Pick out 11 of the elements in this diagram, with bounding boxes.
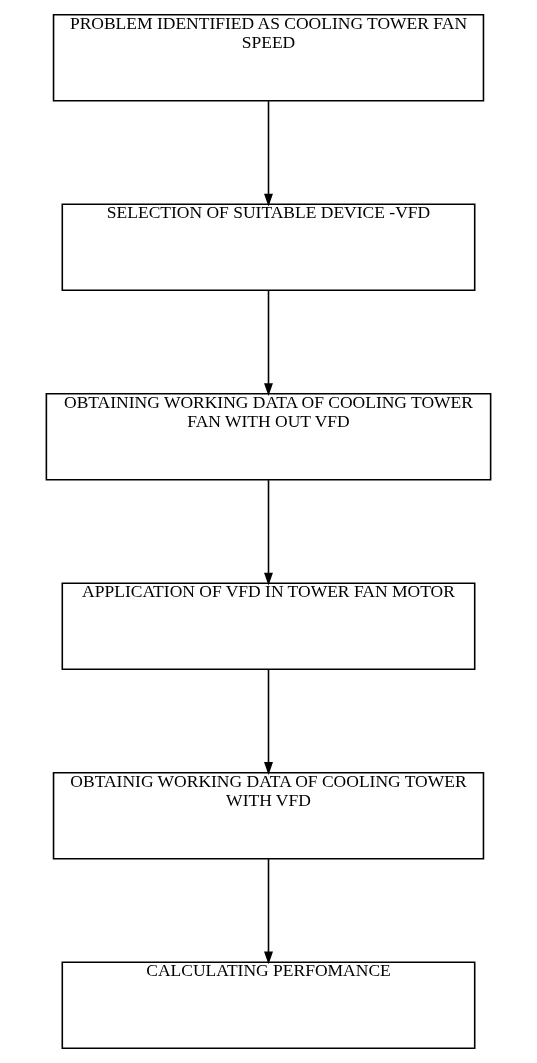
arrow	[264, 289, 273, 396]
arrow	[264, 479, 273, 586]
node-box: APPLICATION OF VFD IN TOWER FAN MOTOR	[61, 582, 476, 671]
node-box: PROBLEM IDENTIFIED AS COOLING TOWER FAN SPEED	[52, 14, 485, 102]
arrow	[264, 100, 273, 207]
arrow	[264, 858, 273, 965]
node-box: OBTAINIG WORKING DATA OF COOLING TOWER WITH VFD	[52, 771, 485, 860]
node-box: CALCULATING PERFOMANCE	[61, 961, 476, 1049]
node-box: SELECTION OF SUITABLE DEVICE -VFD	[61, 203, 476, 292]
arrow	[264, 668, 273, 775]
node-box: OBTAINING WORKING DATA OF COOLING TOWER FAN WITH OUT VFD	[45, 392, 492, 481]
